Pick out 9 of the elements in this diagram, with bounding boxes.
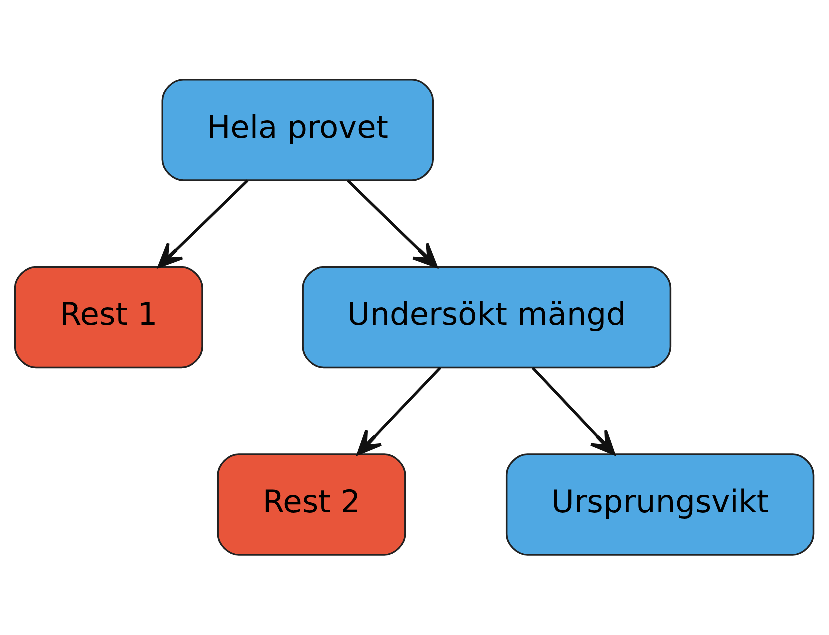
node-box: Rest 2: [217, 454, 406, 556]
arrow: [347, 180, 438, 268]
node-box: Rest 1: [14, 266, 204, 369]
arrow: [532, 367, 616, 456]
node-box: Ursprungsvikt: [506, 454, 815, 556]
node-box: Hela provet: [162, 79, 434, 182]
node-box: Undersökt mängd: [302, 266, 672, 369]
arrow: [158, 180, 249, 268]
arrow: [357, 367, 442, 456]
